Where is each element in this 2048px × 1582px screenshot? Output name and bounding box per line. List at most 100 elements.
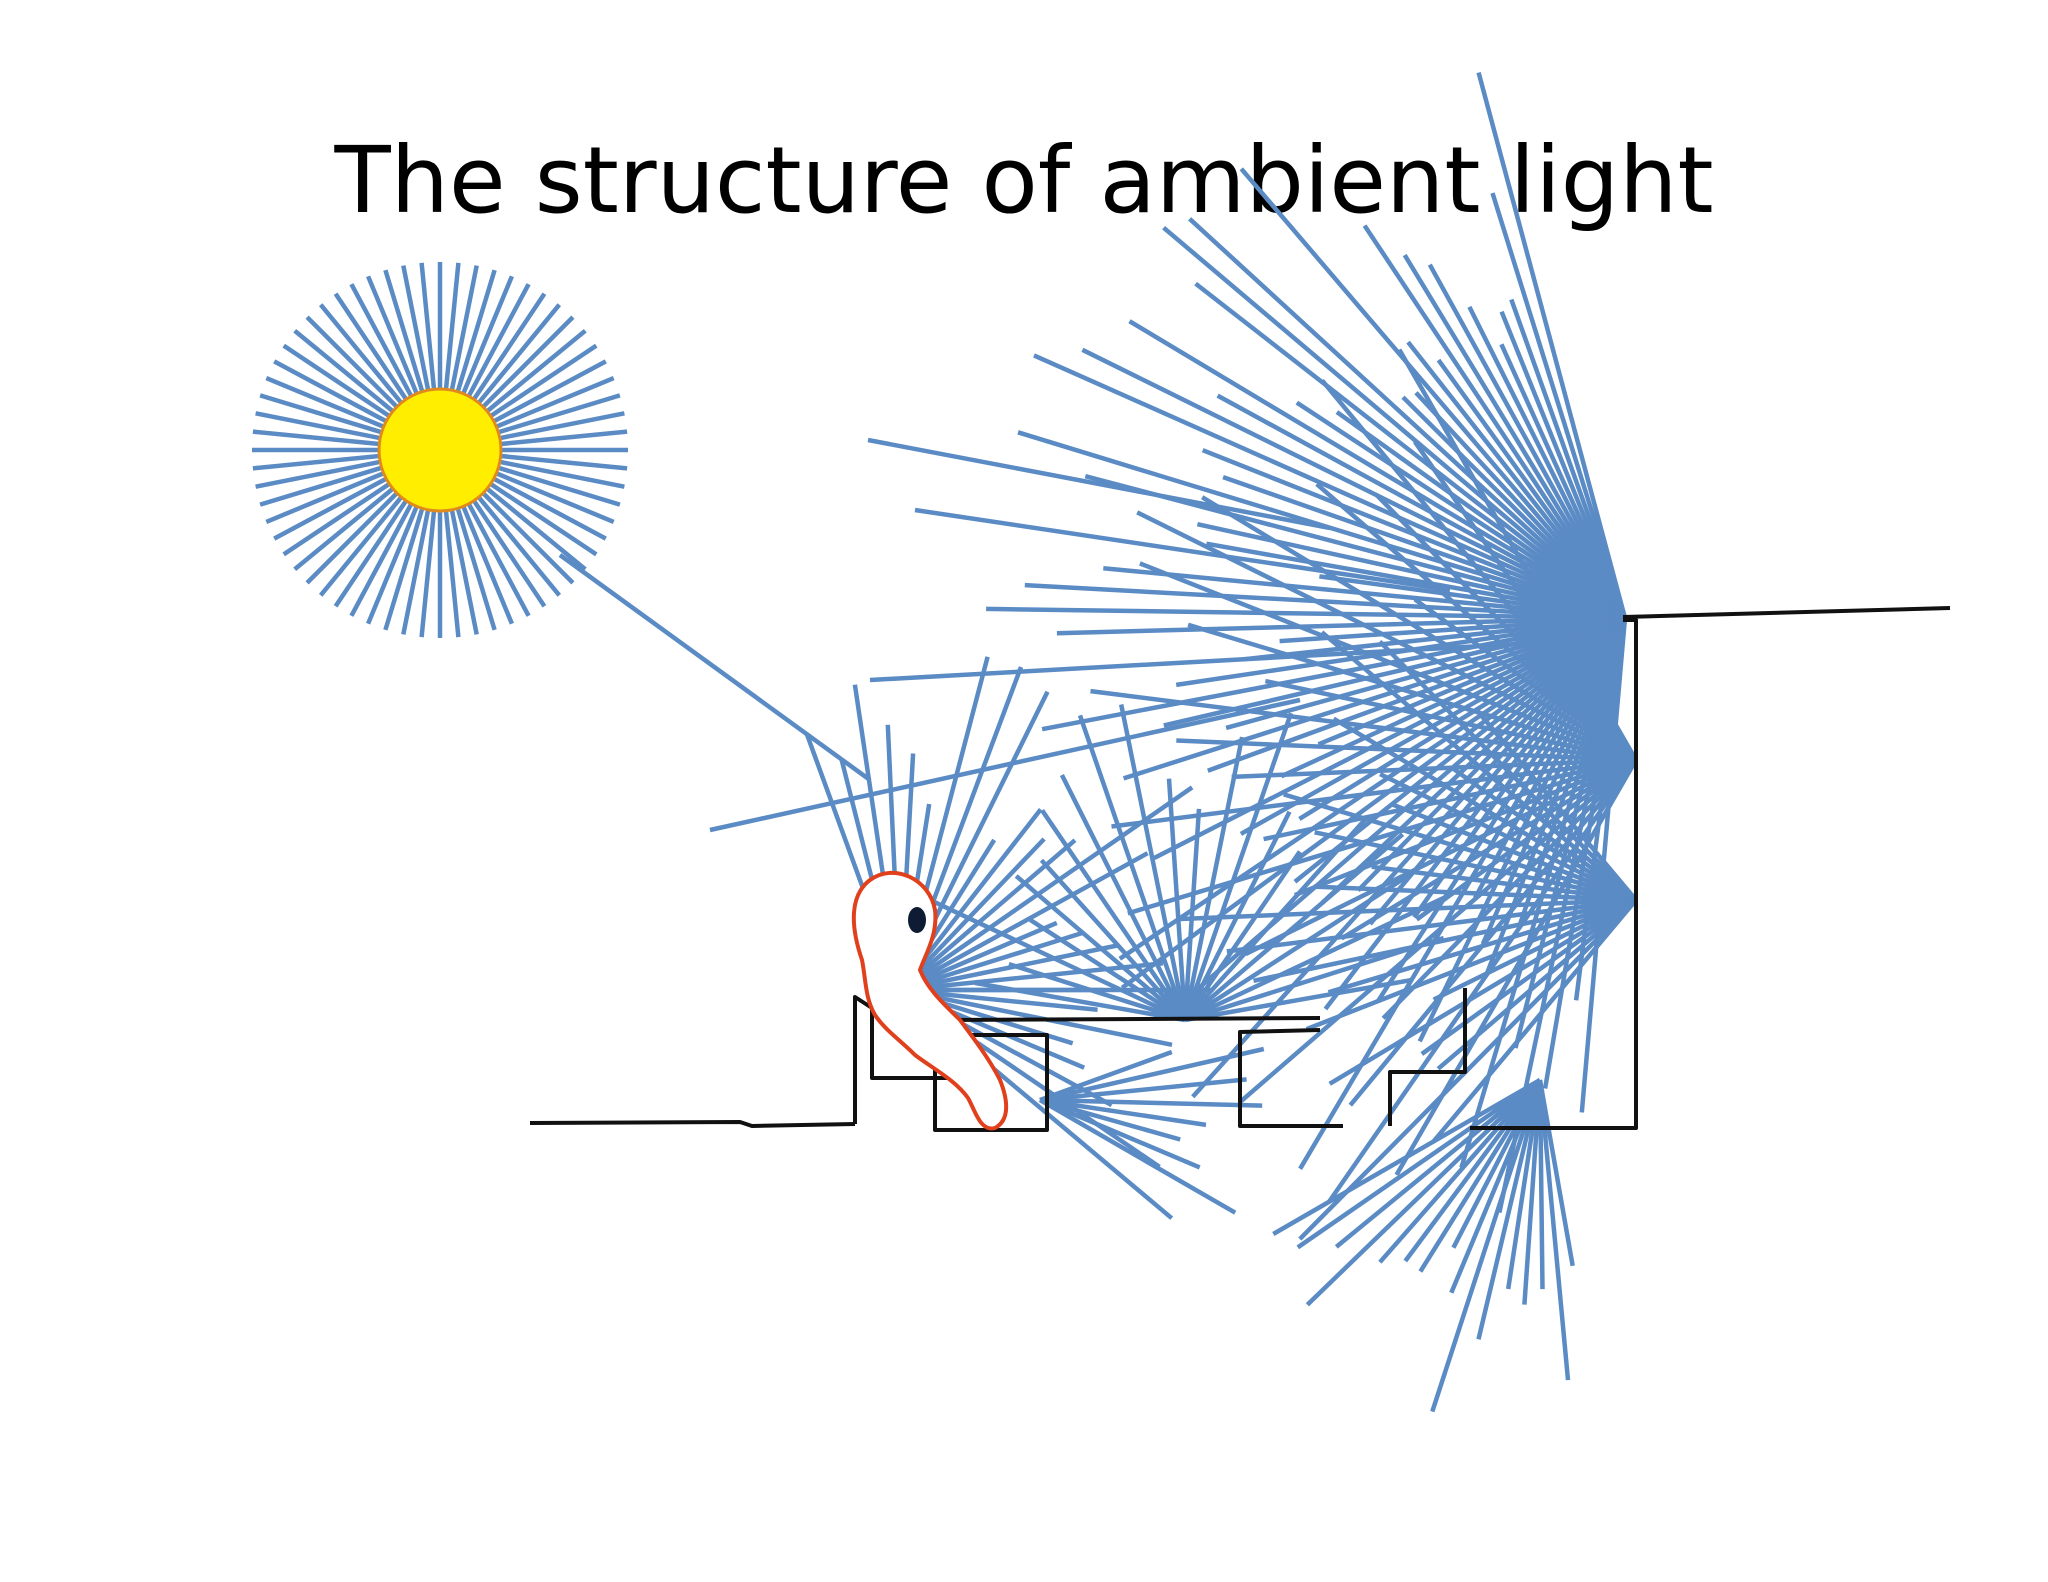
reflected-ray — [1371, 864, 1637, 903]
reflected-ray — [1378, 640, 1638, 902]
reflected-ray — [1298, 616, 1627, 821]
sun-ray — [366, 275, 422, 401]
sun-ray — [448, 265, 479, 397]
sun-ray — [489, 468, 615, 524]
reflected-ray — [1420, 898, 1638, 1056]
reflected-ray — [1509, 298, 1628, 619]
observer-body — [851, 870, 1009, 1131]
sun-ray — [468, 494, 547, 608]
reflected-ray — [1328, 898, 1638, 1086]
sun-ray — [481, 328, 587, 417]
reflected-ray — [1038, 1098, 1237, 1215]
terrain-outline — [529, 606, 1951, 1132]
reflected-ray — [1166, 778, 1188, 1021]
reflected-ray — [1293, 757, 1637, 898]
reflected-ray — [1537, 1079, 1545, 1290]
reflected-ray — [1298, 898, 1638, 1241]
sun-icon — [377, 387, 503, 513]
sun-ray — [443, 262, 461, 396]
sun-ray — [383, 501, 427, 631]
sun-ray — [477, 315, 575, 413]
reflected-ray — [1128, 319, 1627, 620]
reflected-ray — [867, 437, 1331, 531]
reflected-ray — [1451, 1078, 1542, 1249]
reflected-ray — [1334, 1078, 1542, 1249]
reflected-ray — [1374, 493, 1638, 762]
reflected-ray — [1039, 1077, 1247, 1103]
reflected-ray — [899, 930, 1084, 993]
reflected-ray — [1542, 617, 1628, 1089]
pit-left — [930, 1033, 1049, 1132]
reflected-ray — [1432, 897, 1637, 1002]
sun-ray — [255, 458, 387, 489]
reflected-ray — [1184, 895, 1445, 1023]
reflected-ray — [1362, 224, 1627, 620]
reflected-ray — [1379, 772, 1637, 903]
reflected-ray — [1431, 898, 1638, 1144]
reflected-ray — [1413, 597, 1638, 762]
reflected-ray — [1081, 347, 1626, 621]
reflected-ray — [899, 961, 1164, 993]
reflected-ray — [1335, 410, 1627, 620]
sun-ray — [333, 494, 412, 608]
reflected-ray — [1090, 688, 1637, 763]
reflected-ray — [914, 507, 1451, 593]
step-right — [1388, 988, 1467, 1126]
sun-ray — [383, 269, 427, 399]
reflected-ray — [1522, 1079, 1543, 1305]
sun-ray — [273, 359, 393, 427]
reflected-ray — [1184, 935, 1445, 1023]
sun-ray — [468, 292, 547, 406]
reflected-ray — [1162, 225, 1627, 620]
sun-ray — [252, 453, 386, 471]
reflected-ray — [1039, 1049, 1173, 1103]
sun-ray — [265, 468, 391, 524]
sun-ray — [473, 303, 562, 409]
sun-ray — [366, 499, 422, 625]
reflected-ray — [1182, 810, 1292, 1022]
reflected-ray — [1332, 716, 1638, 902]
sun-ray — [259, 463, 389, 507]
sun-ray — [419, 504, 437, 638]
sun-ray — [252, 429, 386, 447]
reflected-ray — [1418, 1078, 1542, 1273]
reflected-ray — [1476, 72, 1628, 619]
reflected-ray — [1077, 714, 1188, 1021]
sun-ray — [463, 283, 531, 403]
reflected-ray — [1039, 1046, 1265, 1103]
reflected-ray — [1039, 1097, 1207, 1128]
reflected-ray — [1039, 1097, 1181, 1142]
sun-ray — [255, 411, 387, 442]
ledge-top — [944, 1016, 1321, 1022]
sun-ray — [419, 262, 437, 396]
reflected-ray — [869, 637, 1591, 683]
reflected-ray — [1283, 792, 1637, 903]
reflected-ray — [1475, 709, 1638, 902]
reflected-ray — [1182, 808, 1202, 1021]
reflected-ray — [1412, 440, 1638, 762]
reflected-ray — [1253, 897, 1637, 984]
slide-title: The structure of ambient light — [334, 127, 1714, 234]
reflected-ray — [1153, 615, 1627, 861]
sun-ray — [491, 393, 621, 437]
reflected-ray — [1305, 1078, 1542, 1307]
reflected-ray — [1059, 773, 1188, 1022]
reflected-ray — [1039, 858, 1187, 1022]
sun-ray — [401, 265, 432, 397]
reflected-ray — [1397, 348, 1638, 762]
reflected-ray — [1039, 1097, 1263, 1108]
reflected-ray — [1225, 615, 1626, 731]
reflected-ray — [1183, 872, 1412, 1022]
reflected-ray — [709, 697, 1301, 833]
sun-ray — [458, 499, 514, 625]
reflected-ray — [1056, 615, 1626, 636]
sun-ray — [259, 393, 389, 437]
sun-ray — [333, 292, 412, 406]
reflected-ray — [1188, 217, 1627, 620]
reflected-ray — [1436, 898, 1638, 1071]
reflected-ray — [1194, 281, 1627, 620]
reflected-ray — [1238, 758, 1638, 1104]
sun-ray — [349, 497, 417, 617]
reflected-ray — [1490, 192, 1628, 619]
